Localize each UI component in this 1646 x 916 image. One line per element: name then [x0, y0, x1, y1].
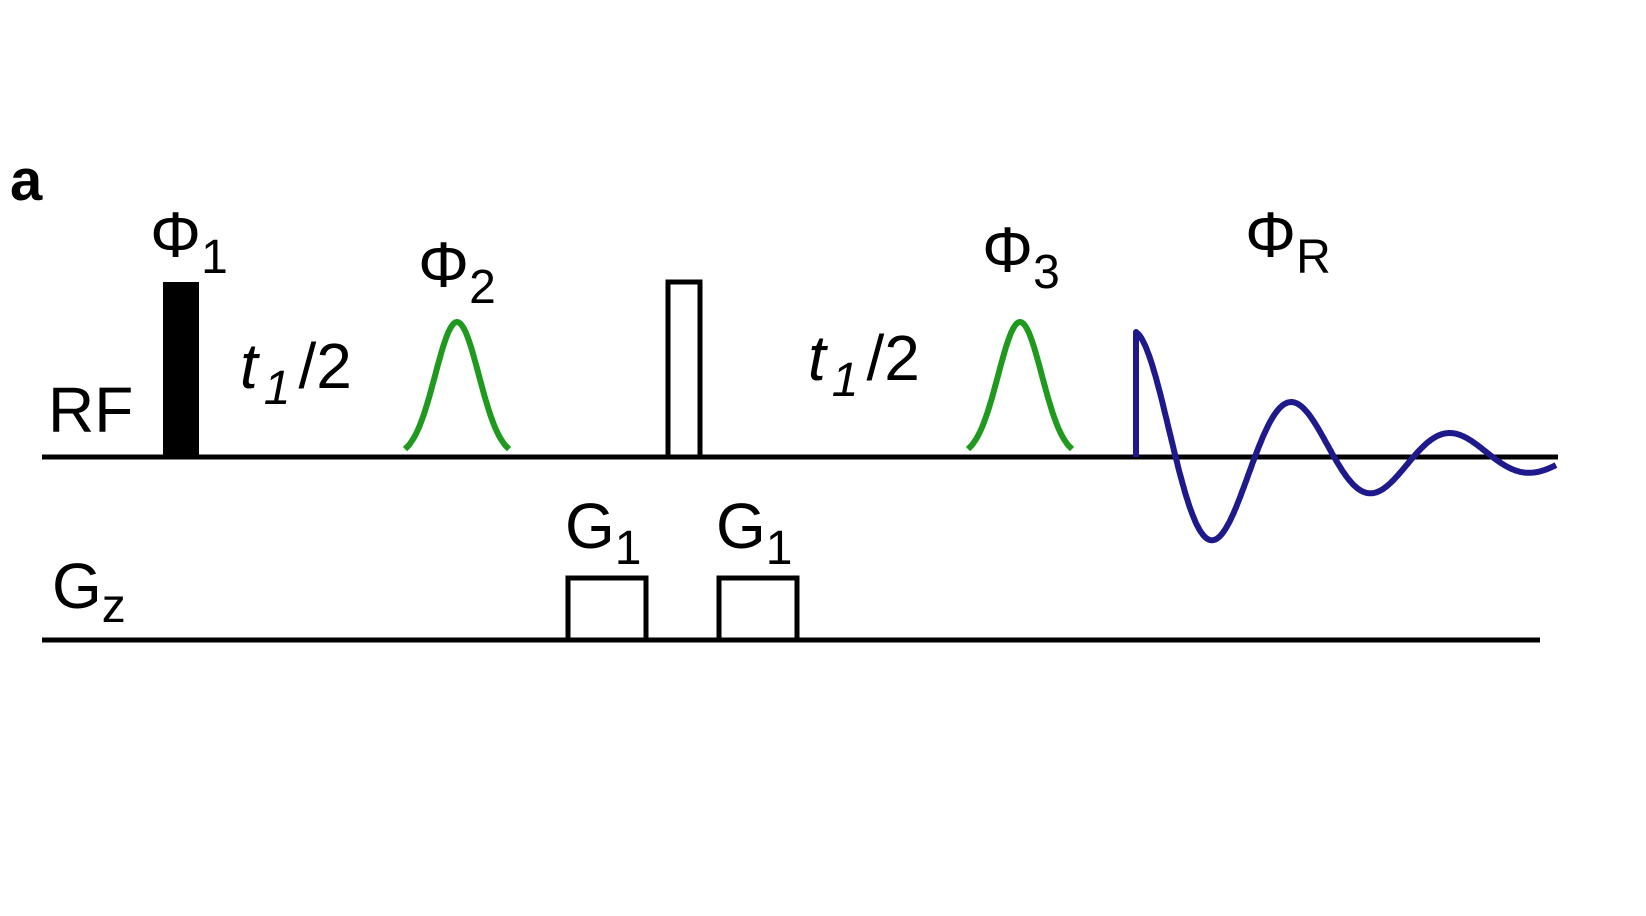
phase-phiR-label: ΦR — [1245, 199, 1331, 284]
fid-acquisition-icon — [1133, 329, 1558, 544]
phase-phi3-label: Φ3 — [982, 214, 1060, 299]
rf-channel-label: RF — [48, 374, 133, 446]
hard-pulse-90-icon — [163, 282, 199, 457]
gradient-g1-second-label: G1 — [716, 490, 792, 575]
hard-pulse-180-icon — [665, 279, 703, 460]
selective-pulse-phi2-icon — [402, 318, 512, 452]
selective-pulse-phi3-icon — [965, 318, 1075, 452]
gradient-pulse-g1-first-icon — [565, 575, 649, 643]
panel-label: a — [10, 148, 43, 213]
gz-channel-label: Gz — [52, 550, 126, 633]
phase-phi2-label: Φ2 — [418, 229, 496, 314]
gradient-g1-first-label: G1 — [565, 490, 641, 575]
phase-phi1-label: Φ1 — [150, 199, 228, 284]
gradient-pulse-g1-second-icon — [716, 575, 800, 643]
